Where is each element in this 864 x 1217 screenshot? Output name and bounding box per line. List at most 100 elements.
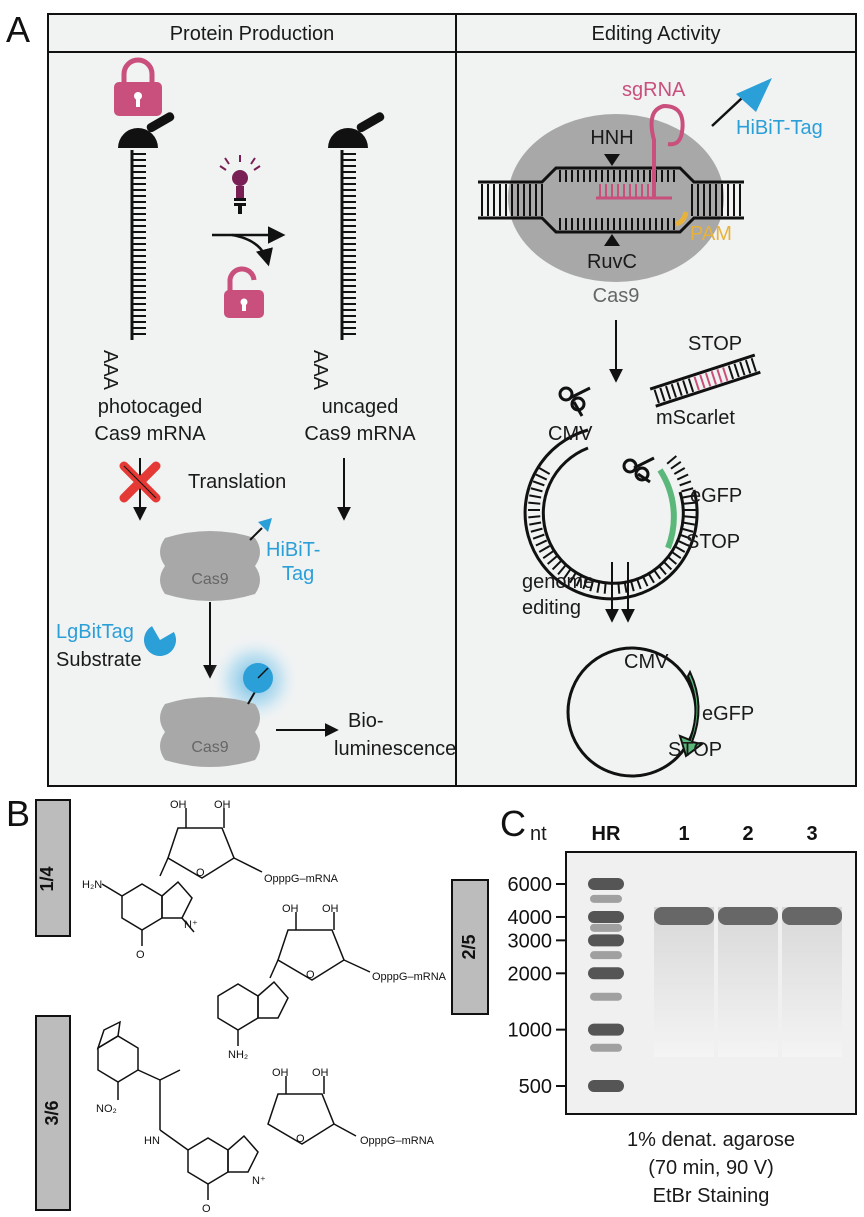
- plasmid-rung: [575, 574, 583, 587]
- genome-editing-label-2: editing: [522, 597, 581, 619]
- ruvc-cut-arrow: [604, 234, 620, 246]
- oh-5: OH: [272, 1067, 289, 1079]
- plasmid-rung: [666, 455, 677, 465]
- release-arrow: [231, 233, 273, 267]
- gel-lanes: [588, 878, 842, 1092]
- genome-editing-label-1: genome: [522, 571, 594, 593]
- uncaged-mrna-strand: [340, 150, 356, 340]
- ladder-band: [588, 910, 624, 923]
- ladder-band: [590, 951, 622, 960]
- plasmid-rung: [530, 527, 543, 533]
- ribosome-cap-icon: [118, 112, 175, 148]
- ring-o-2: O: [306, 969, 315, 981]
- label-2-5: 2/5: [459, 934, 479, 959]
- pppg-1: OpppG–mRNA: [264, 873, 339, 885]
- plasmid-rung: [530, 487, 543, 493]
- sample-smear: [782, 906, 842, 1057]
- cas9-complex-label: Cas9: [593, 285, 640, 307]
- sample-band: [718, 906, 778, 925]
- sample-band: [654, 906, 714, 925]
- photocaged-mrna-strand: [130, 150, 146, 340]
- biolum-label-1: Bio-: [348, 710, 384, 732]
- plasmid-rung: [617, 581, 621, 594]
- insert-rung: [727, 365, 735, 380]
- plasmid-rung: [623, 580, 628, 593]
- hibit-tag-label: HiBiT-Tag: [736, 117, 823, 139]
- h2n-1: H₂N: [82, 879, 102, 891]
- plasmid-rung: [681, 527, 694, 533]
- translation-label: Translation: [188, 471, 286, 493]
- lane-label: 2: [742, 823, 753, 845]
- nh2-2: NH₂: [228, 1049, 248, 1061]
- light-bulb-icon: [219, 155, 261, 214]
- uncaged-label-1: uncaged: [322, 396, 399, 418]
- ladder-band: [588, 878, 624, 890]
- plasmid-rung: [673, 467, 686, 475]
- ring-o-3: O: [296, 1133, 305, 1145]
- plasmid-rung: [673, 545, 686, 553]
- plasmid-rung: [551, 560, 562, 571]
- panel-a-frame: [47, 13, 857, 787]
- plasmid-rung: [679, 533, 692, 540]
- a-cap-structure: [217, 912, 371, 1046]
- ladder-band: [588, 934, 624, 947]
- hibit-tag-icon: [258, 518, 272, 532]
- ladder-size-label: 2000: [508, 963, 553, 985]
- ladder-size-label: 500: [519, 1076, 552, 1098]
- insert-rung: [739, 361, 746, 376]
- gel-caption-2: (70 min, 90 V): [648, 1157, 774, 1179]
- ring-o-1: O: [196, 867, 205, 879]
- plasmid-rung: [683, 501, 696, 505]
- label-3-6: 3/6: [42, 1100, 62, 1125]
- cas9-protein-top: [160, 531, 260, 601]
- insert-rung: [716, 369, 723, 383]
- left-header-bg: [49, 15, 455, 51]
- insert-rung: [750, 357, 757, 372]
- insert-rung: [659, 387, 666, 402]
- oh-3: OH: [282, 903, 299, 915]
- left-header: Protein Production: [170, 23, 335, 45]
- panel-c-letter: C: [500, 803, 526, 844]
- sample-smear: [718, 906, 778, 1057]
- lane-label: 1: [678, 823, 689, 845]
- lane-label: HR: [592, 823, 621, 845]
- o-carbonyl-1: O: [136, 949, 145, 961]
- hnh-cut-arrow: [604, 154, 620, 166]
- oh-2: OH: [214, 799, 231, 811]
- plasmid-rung: [670, 550, 682, 559]
- stop-mid-label: STOP: [686, 531, 740, 553]
- egfp-label: eGFP: [690, 485, 742, 507]
- target-dna-duplex: [478, 166, 744, 234]
- photocaged-label-1: photocaged: [98, 396, 203, 418]
- locked-padlock-icon: [114, 57, 162, 116]
- ladder-band: [590, 1043, 622, 1052]
- plasmid-rung: [679, 480, 692, 487]
- insert-rung: [733, 363, 740, 378]
- lgbit-label: LgBitTag: [56, 621, 134, 643]
- plasmid-rung: [532, 480, 545, 487]
- scissors-icon-mid: [622, 456, 655, 484]
- ladder-size-label: 4000: [508, 907, 553, 929]
- insert-rung: [704, 372, 712, 387]
- ladder-size-label: 1000: [508, 1020, 553, 1042]
- plasmid-rung: [676, 473, 689, 481]
- plasmid-rung: [535, 473, 548, 481]
- hn-3: HN: [144, 1135, 160, 1147]
- plasmid-rung: [596, 580, 601, 593]
- ladder-band: [590, 894, 622, 903]
- tag-linker: [249, 527, 263, 541]
- sample-smear: [654, 906, 714, 1057]
- poly-a-tail-right: AAA: [309, 350, 331, 391]
- oh-4: OH: [322, 903, 339, 915]
- cmv2-label: CMV: [624, 651, 669, 673]
- ladder-band: [588, 1023, 624, 1036]
- oh-6: OH: [312, 1067, 329, 1079]
- egfp-gene-arrow: [678, 669, 705, 758]
- plasmid-rung: [681, 487, 694, 493]
- plasmid-rung: [582, 577, 589, 590]
- hibit-tag-icon-right: [736, 78, 772, 112]
- plasmid-rung: [538, 467, 551, 475]
- plasmid-rung: [563, 568, 572, 580]
